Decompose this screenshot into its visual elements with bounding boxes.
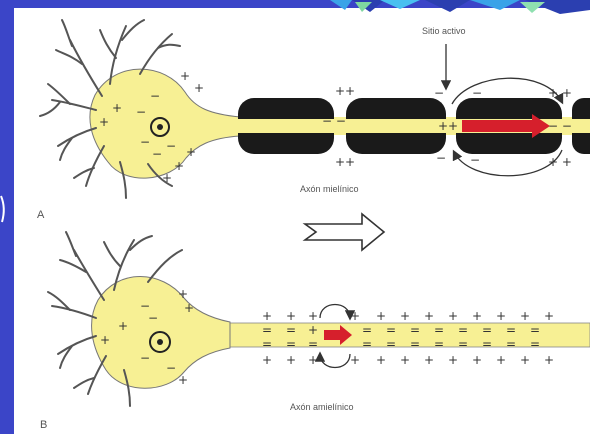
svg-text:+: + [262, 309, 272, 323]
axon-b-label: Axón amielínico [290, 402, 354, 412]
svg-text:=: = [410, 337, 420, 351]
svg-text:−: − [150, 89, 160, 103]
svg-text:+: + [424, 353, 434, 367]
svg-text:+: + [520, 309, 530, 323]
svg-text:−: − [152, 147, 162, 161]
left-edge-mark [1, 196, 4, 222]
svg-text:−: − [434, 86, 444, 100]
svg-text:+: + [448, 309, 458, 323]
svg-text:+: + [308, 309, 318, 323]
svg-text:+: + [286, 353, 296, 367]
svg-text:+: + [400, 353, 410, 367]
svg-text:+: + [286, 309, 296, 323]
svg-text:−: − [140, 351, 150, 365]
svg-text:=: = [434, 337, 444, 351]
svg-text:−: − [166, 139, 176, 153]
svg-text:=: = [262, 337, 272, 351]
svg-text:=: = [262, 323, 272, 337]
svg-text:+: + [376, 309, 386, 323]
svg-text:=: = [506, 323, 516, 337]
svg-text:+: + [178, 287, 188, 301]
svg-text:+: + [162, 171, 172, 185]
svg-text:−: − [470, 153, 480, 167]
svg-text:=: = [458, 323, 468, 337]
axon-b [175, 323, 590, 347]
svg-text:−: − [472, 86, 482, 100]
svg-text:+ +: + + [548, 155, 572, 169]
svg-text:=: = [506, 337, 516, 351]
svg-text:−: − [436, 151, 446, 165]
svg-text:+: + [180, 69, 190, 83]
panel-b-letter: B [40, 419, 47, 431]
svg-text:=: = [286, 323, 296, 337]
svg-text:+ +: + + [548, 86, 572, 100]
svg-text:−: − [136, 105, 146, 119]
svg-text:=: = [308, 337, 318, 351]
top-decoration [330, 0, 590, 14]
svg-text:+: + [448, 353, 458, 367]
svg-text:−: − [148, 311, 158, 325]
svg-text:−: − [140, 135, 150, 149]
svg-text:+: + [118, 319, 128, 333]
svg-text:+: + [100, 333, 110, 347]
svg-text:+: + [350, 353, 360, 367]
site-label: Sitio activo [422, 26, 466, 36]
svg-text:+: + [262, 353, 272, 367]
svg-text:+: + [544, 309, 554, 323]
svg-text:+: + [112, 101, 122, 115]
svg-text:=: = [482, 337, 492, 351]
svg-text:=: = [386, 337, 396, 351]
soma-a [90, 69, 240, 178]
svg-text:+: + [472, 353, 482, 367]
svg-text:=: = [530, 323, 540, 337]
svg-text:++: ++ [335, 155, 355, 169]
svg-text:+: + [174, 159, 184, 173]
svg-text:=: = [386, 323, 396, 337]
svg-text:+: + [544, 353, 554, 367]
svg-text:=: = [530, 337, 540, 351]
svg-text:=: = [362, 337, 372, 351]
neuron-b: ++ ++ +− −− − ++ ++ ++ ++ ++ ++ == + == … [40, 232, 590, 431]
svg-text:=: = [482, 323, 492, 337]
svg-text:+: + [496, 309, 506, 323]
svg-text:++: ++ [438, 119, 458, 133]
svg-text:+: + [194, 81, 204, 95]
svg-text:=: = [458, 337, 468, 351]
svg-text:+: + [424, 309, 434, 323]
svg-text:−: − [166, 361, 176, 375]
svg-text:=: = [410, 323, 420, 337]
svg-text:+: + [186, 145, 196, 159]
neuron-a: ++ ++ ++ + −− −− − ++++ − − −− ++ + ++ +… [37, 20, 590, 221]
svg-text:++: ++ [335, 84, 355, 98]
svg-text:+: + [99, 115, 109, 129]
svg-text:+: + [400, 309, 410, 323]
svg-text:+: + [376, 353, 386, 367]
svg-text:=: = [286, 337, 296, 351]
direction-arrow [305, 214, 384, 250]
axon-a-label: Axón mielínico [300, 184, 359, 194]
svg-text:+: + [520, 353, 530, 367]
svg-text:+: + [308, 353, 318, 367]
svg-text:+: + [472, 309, 482, 323]
svg-text:− −: − − [322, 114, 346, 128]
svg-text:=: = [362, 323, 372, 337]
svg-text:+: + [308, 323, 318, 337]
svg-text:− −: − − [548, 119, 572, 133]
svg-text:=: = [434, 323, 444, 337]
svg-text:+: + [178, 373, 188, 387]
svg-text:+: + [184, 301, 194, 315]
svg-text:+: + [350, 309, 360, 323]
panel-a-letter: A [37, 209, 45, 221]
svg-text:+: + [496, 353, 506, 367]
